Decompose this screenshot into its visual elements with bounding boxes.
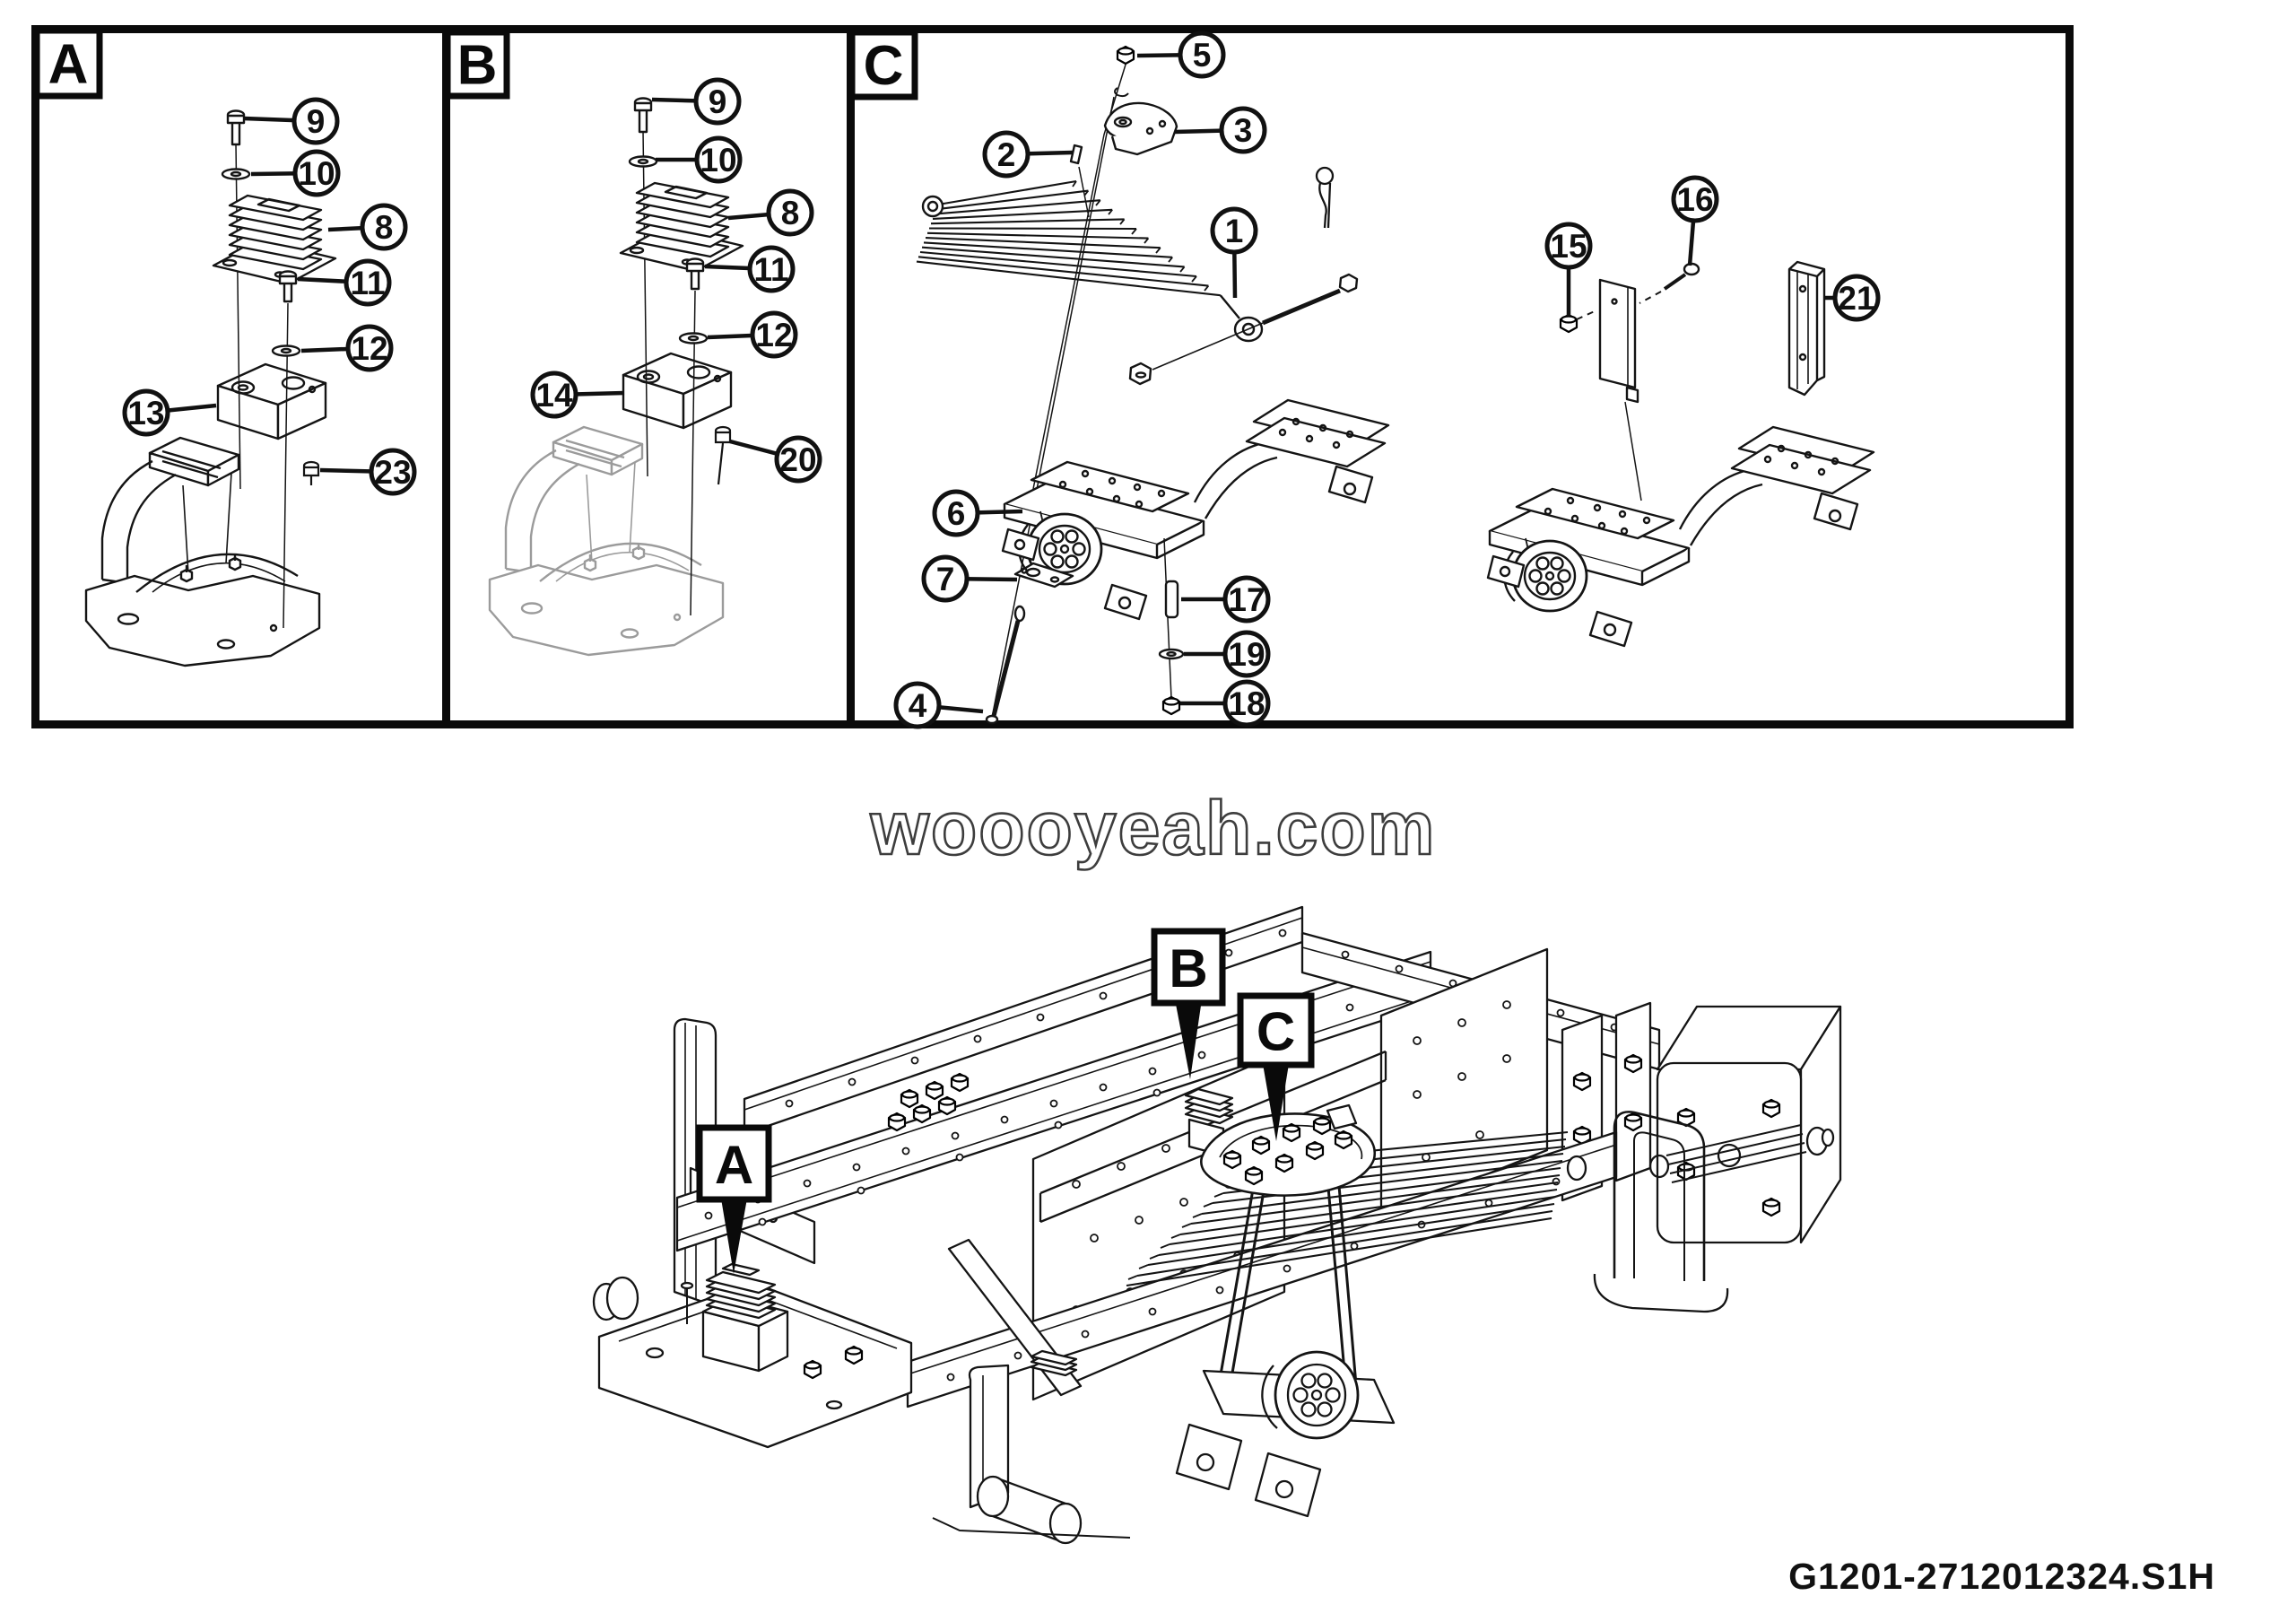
callout-number-23: 23: [374, 454, 411, 491]
callout-number-16: 16: [1676, 181, 1713, 218]
annotation-layer: 9108111213239108111214205321674171918151…: [33, 27, 1881, 1274]
callout-number-14: 14: [535, 377, 573, 414]
nut-5: [1116, 45, 1135, 65]
callout-balloon-11: [344, 258, 392, 307]
callout-number-5: 5: [1193, 37, 1212, 74]
panel-letter-c: C: [864, 35, 904, 97]
callout-balloon-9: [693, 77, 742, 126]
location-wedge-c: [1262, 1061, 1290, 1141]
callout-number-8: 8: [781, 195, 800, 231]
callout-balloon-16: [1671, 175, 1719, 223]
panel-divider-a-b: [442, 25, 450, 728]
leaf-spring: [916, 179, 1264, 343]
callout-balloon-7: [921, 554, 970, 603]
callout-balloon-5: [1178, 31, 1226, 79]
c-site-spring: [1126, 1103, 1587, 1518]
callout-number-15: 15: [1550, 228, 1587, 265]
panel-b-drawing: [488, 97, 744, 657]
callout-balloon-8: [360, 203, 408, 251]
torque-rod: [985, 605, 1026, 725]
callout-balloon-8: [766, 188, 814, 237]
spacer-sleeve: [1164, 580, 1179, 619]
callout-number-21: 21: [1838, 280, 1874, 317]
tie-plate: [1013, 562, 1074, 589]
callout-balloon-20: [774, 435, 822, 484]
location-wedge-a: [720, 1196, 748, 1274]
mid-bogie: [932, 1349, 1131, 1545]
callout-number-11: 11: [350, 265, 385, 301]
location-label-box-b: [1151, 928, 1226, 1007]
right-stand: [1593, 1111, 1835, 1313]
callout-number-7: 7: [936, 561, 955, 597]
callout-balloon-21: [1832, 274, 1881, 322]
callout-balloon-15: [1544, 222, 1593, 270]
callout-balloon-19: [1222, 630, 1271, 678]
callout-balloon-9: [291, 97, 340, 145]
callout-number-2: 2: [997, 136, 1016, 173]
callout-balloon-10: [694, 135, 743, 184]
callout-balloon-14: [530, 371, 578, 419]
callout-number-18: 18: [1228, 685, 1265, 722]
panel-a-drawing: [84, 109, 337, 667]
location-letter-c: C: [1257, 1002, 1295, 1062]
location-label-box-a: [696, 1124, 772, 1203]
callout-number-19: 19: [1228, 636, 1265, 673]
callout-balloon-3: [1219, 106, 1267, 154]
left-bogie: [592, 1262, 913, 1449]
callout-number-9: 9: [307, 103, 326, 140]
callout-balloon-12: [345, 324, 394, 372]
callout-balloon-1: [1210, 206, 1258, 255]
callout-balloon-2: [982, 130, 1031, 179]
spring-cap: [1103, 101, 1178, 156]
callout-number-3: 3: [1234, 112, 1253, 149]
center-pin: [1069, 144, 1083, 165]
callout-number-12: 12: [755, 317, 792, 353]
callout-balloon-23: [369, 448, 417, 496]
callout-number-10: 10: [298, 155, 335, 192]
location-wedge-b: [1175, 999, 1202, 1079]
callout-balloon-13: [122, 388, 170, 437]
callout-number-1: 1: [1225, 213, 1244, 249]
callout-number-10: 10: [700, 142, 736, 179]
nut-15: [1559, 313, 1578, 334]
equalizer-right: [1486, 425, 1875, 648]
panel-c-drawing: [916, 45, 1875, 725]
cotter-pin: [1315, 166, 1335, 229]
callout-balloon-6: [932, 489, 980, 537]
callout-balloon-17: [1222, 575, 1271, 624]
callout-number-13: 13: [127, 395, 164, 432]
document-code: G1201-2712012324.S1H: [1788, 1556, 2215, 1597]
callout-number-12: 12: [351, 330, 387, 367]
panel-letter-b: B: [457, 35, 498, 97]
callout-balloon-10: [292, 149, 341, 197]
pivot-bolt: [1128, 273, 1359, 386]
callout-number-6: 6: [947, 495, 966, 532]
panel-label-box-b: [444, 29, 510, 100]
callout-balloon-4: [893, 681, 942, 729]
watermark-text: woooyeah.com: [870, 786, 1437, 870]
washer-19: [1158, 648, 1185, 660]
callout-number-8: 8: [375, 209, 394, 246]
nut-18: [1161, 695, 1181, 716]
location-letter-b: B: [1169, 938, 1207, 998]
location-letter-a: A: [715, 1135, 753, 1195]
callout-balloon-18: [1222, 679, 1271, 728]
b-site-mount: [1184, 1087, 1234, 1157]
callout-balloon-11: [747, 245, 796, 293]
parts-panels-frame: [31, 25, 2074, 728]
location-label-box-c: [1237, 992, 1315, 1068]
callout-number-17: 17: [1228, 581, 1265, 618]
callout-number-20: 20: [779, 441, 816, 478]
retainer-bracket-21: [1787, 260, 1826, 397]
wear-plate-group: [1559, 262, 1700, 501]
callout-number-9: 9: [709, 83, 727, 120]
panel-label-box-a: [33, 27, 103, 100]
panel-label-box-c: [848, 29, 918, 100]
callout-number-4: 4: [909, 687, 927, 724]
panel-letter-a: A: [48, 34, 89, 96]
panel-divider-b-c: [847, 25, 855, 728]
callout-balloon-12: [750, 310, 798, 359]
callout-number-11: 11: [753, 251, 788, 288]
